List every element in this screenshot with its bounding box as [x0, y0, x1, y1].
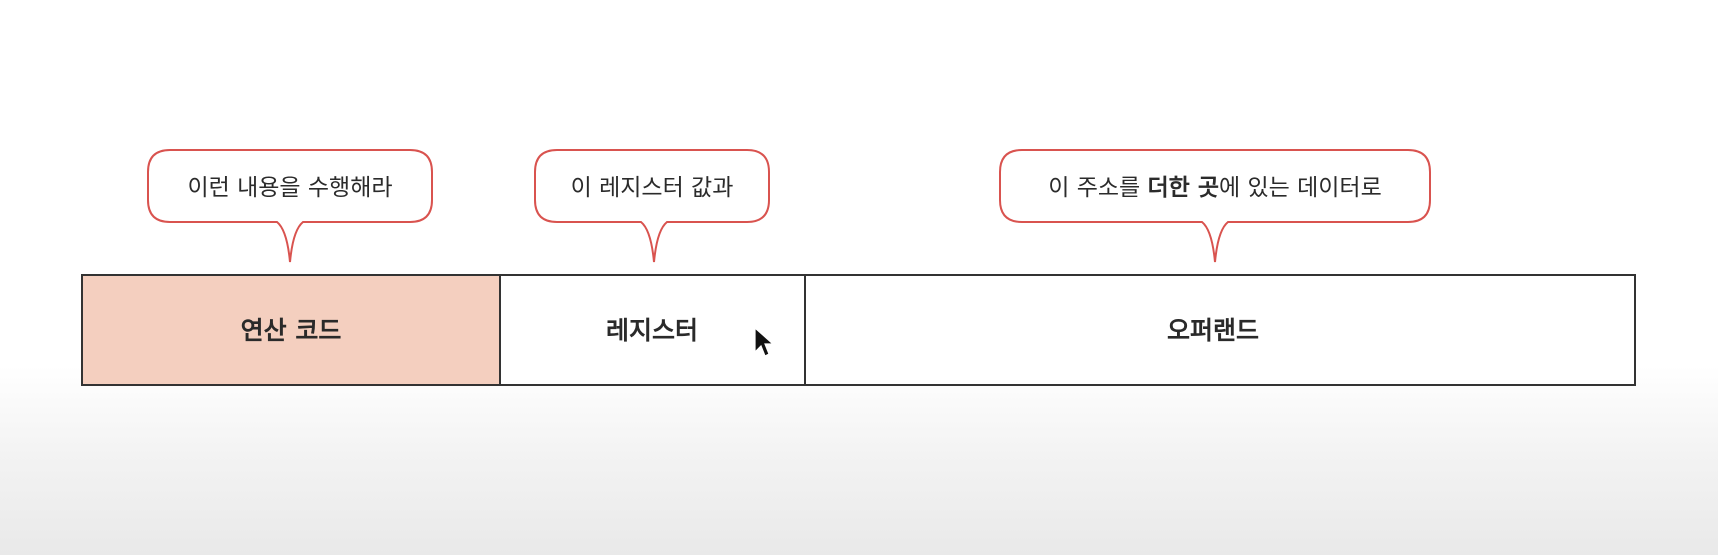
- mouse-cursor-icon: [754, 326, 775, 357]
- field-register-label: 레지스터: [606, 316, 698, 345]
- callout-operand-text-after: 에 있는 데이터로: [1219, 175, 1382, 201]
- callout-register: 이 레지스터 값과: [534, 149, 770, 263]
- callout-opcode-bubble: [147, 149, 433, 263]
- callout-operand: 이 주소를 더한 곳에 있는 데이터로: [999, 149, 1431, 263]
- callout-register-text: 이 레지스터 값과: [571, 175, 734, 201]
- callout-operand-text: 이 주소를 더한 곳에 있는 데이터로: [1048, 175, 1382, 201]
- callout-register-bubble: [534, 149, 770, 263]
- callout-operand-text-bold: 더한 곳: [1148, 175, 1220, 201]
- field-opcode-label: 연산 코드: [241, 316, 342, 345]
- instruction-fields: 연산 코드 레지스터 오퍼랜드: [81, 274, 1636, 386]
- field-operand-box: [804, 274, 1636, 386]
- callout-opcode-text: 이런 내용을 수행해라: [187, 175, 392, 201]
- field-opcode-box: [81, 274, 501, 386]
- callout-operand-bubble: [999, 149, 1431, 263]
- callout-operand-text-before: 이 주소를: [1048, 175, 1147, 201]
- field-register-box: [499, 274, 806, 386]
- field-operand-label: 오퍼랜드: [1167, 316, 1259, 345]
- callout-opcode: 이런 내용을 수행해라: [147, 149, 433, 263]
